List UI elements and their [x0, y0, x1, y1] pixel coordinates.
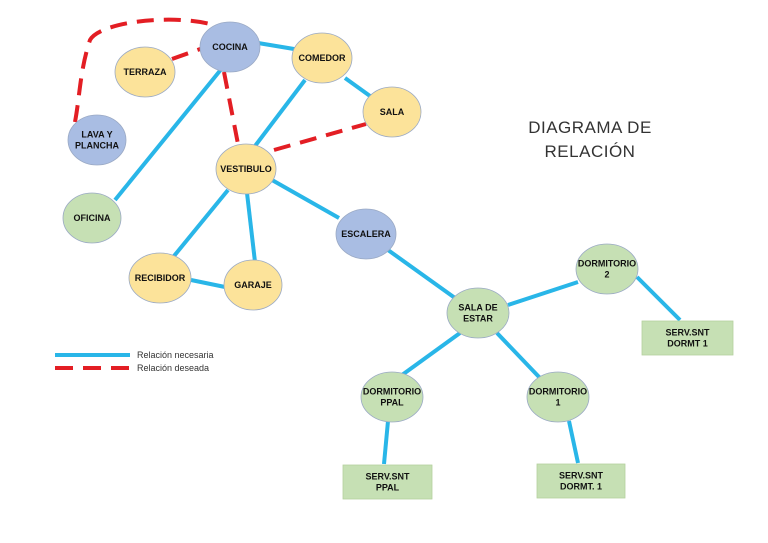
edge-necesaria	[257, 41, 301, 52]
node-shape	[526, 371, 590, 423]
node-label: ESCALERA	[341, 229, 391, 239]
node-garaje: GARAJE	[223, 259, 283, 311]
edge-necesaria	[386, 248, 457, 300]
edge-necesaria	[245, 192, 257, 263]
node-label: VESTIBULO	[220, 164, 272, 174]
node-recibidor: RECIBIDOR	[128, 252, 192, 304]
node-label: OFICINA	[74, 213, 111, 223]
node-shape	[223, 259, 283, 311]
node-shape	[575, 243, 639, 295]
node-label: DORMITORIO	[363, 387, 421, 397]
edge-necesaria	[172, 188, 230, 258]
node-label: PPAL	[380, 398, 404, 408]
node-comedor: COMEDOR	[291, 32, 353, 84]
title-line-2: RELACIÓN	[545, 142, 636, 161]
node-label: SERV.SNT	[559, 471, 604, 481]
node-escalera: ESCALERA	[335, 208, 397, 260]
node-shape	[62, 192, 122, 244]
node-shape	[360, 371, 424, 423]
edge-necesaria	[343, 76, 372, 98]
node-label: SALA	[380, 107, 405, 117]
edge-necesaria	[567, 420, 580, 464]
node-label: SALA DE	[458, 303, 497, 313]
edge-deseada	[273, 122, 367, 152]
node-label: DORMITORIO	[578, 259, 636, 269]
node-label: PPAL	[376, 483, 400, 493]
node-label: COCINA	[212, 42, 248, 52]
node-shape	[67, 114, 127, 166]
node-shape	[199, 21, 261, 73]
node-label: 2	[604, 270, 609, 280]
edge-necesaria	[635, 275, 682, 322]
edge-deseada	[73, 17, 211, 123]
edges-layer	[73, 17, 682, 465]
node-shape	[446, 287, 510, 339]
node-shape	[335, 208, 397, 260]
node-label: COMEDOR	[299, 53, 347, 63]
edge-necesaria	[253, 78, 307, 148]
node-label: SERV.SNT	[665, 328, 710, 338]
node-terraza: TERRAZA	[114, 46, 176, 98]
edge-deseada	[171, 46, 204, 61]
edge-deseada	[222, 71, 240, 145]
edge-necesaria	[271, 178, 340, 220]
node-label: DORMITORIO	[529, 387, 587, 397]
node-shape	[291, 32, 353, 84]
node-label: DORMT. 1	[560, 482, 602, 492]
node-label: 1	[555, 398, 560, 408]
node-label: SERV.SNT	[365, 472, 410, 482]
title-line-1: DIAGRAMA DE	[528, 118, 652, 137]
node-label: LAVA Y	[81, 130, 112, 140]
node-shape	[342, 464, 433, 500]
legend-necesaria-label: Relación necesaria	[137, 350, 214, 360]
node-label: DORMT 1	[667, 339, 708, 349]
diagram-title: DIAGRAMA DE RELACIÓN	[528, 118, 652, 161]
node-vestibulo: VESTIBULO	[215, 143, 277, 195]
node-label: RECIBIDOR	[135, 273, 186, 283]
node-oficina: OFICINA	[62, 192, 122, 244]
edge-necesaria	[495, 331, 542, 380]
legend-deseada-label: Relación deseada	[137, 363, 209, 373]
edge-necesaria	[400, 331, 462, 377]
edge-necesaria	[507, 280, 579, 307]
node-shape	[536, 463, 626, 499]
node-shape	[362, 86, 422, 138]
node-shape	[215, 143, 277, 195]
node-shape	[641, 320, 734, 356]
node-sala: SALA	[362, 86, 422, 138]
node-shape	[114, 46, 176, 98]
node-label: PLANCHA	[75, 141, 119, 151]
node-cocina: COCINA	[199, 21, 261, 73]
edge-necesaria	[190, 278, 226, 289]
edge-necesaria	[382, 420, 390, 465]
node-label: ESTAR	[463, 314, 493, 324]
edge-necesaria	[113, 65, 225, 202]
node-label: TERRAZA	[124, 67, 167, 77]
node-label: GARAJE	[234, 280, 272, 290]
legend: Relación necesaria Relación deseada	[55, 350, 214, 373]
node-shape	[128, 252, 192, 304]
